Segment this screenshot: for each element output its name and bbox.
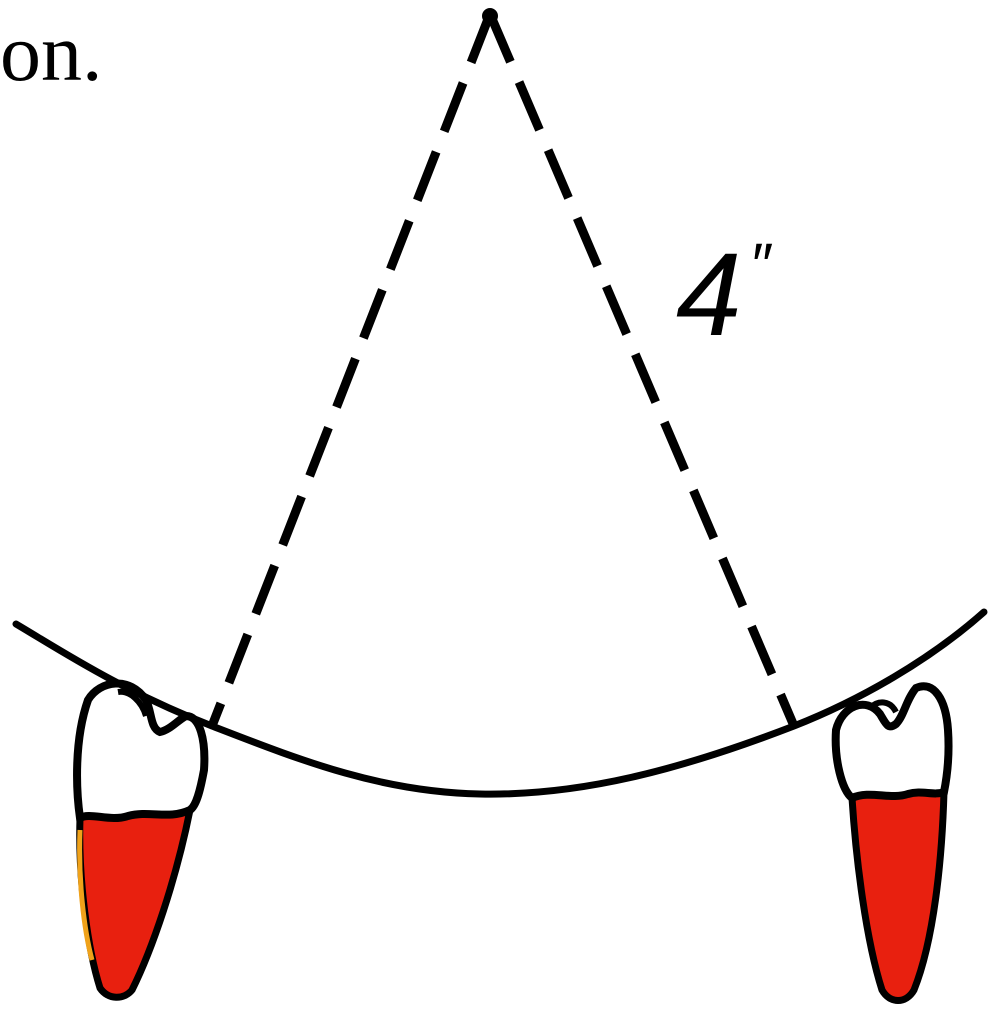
radius-unit-mark: ″	[752, 231, 773, 298]
radius-label-group: 4 ″	[676, 229, 773, 361]
radius-label: 4	[676, 229, 742, 361]
right-tooth-crown-groove	[867, 699, 899, 714]
right-tooth-root	[848, 786, 948, 1004]
right-tooth-crown	[831, 682, 953, 803]
apex-point	[482, 8, 498, 24]
radius-lines	[207, 8, 799, 728]
caption-fragment: on.	[0, 7, 103, 98]
left-tooth	[73, 679, 209, 1001]
left-tooth-root	[76, 803, 195, 1001]
occlusal-curve	[12, 608, 988, 798]
right-tooth	[831, 682, 953, 1004]
right-radius-line	[485, 12, 799, 728]
left-tooth-crown-groove	[117, 688, 149, 717]
left-tooth-root-edge	[77, 829, 95, 961]
left-radius-line	[207, 12, 495, 728]
left-tooth-crown	[73, 679, 209, 825]
